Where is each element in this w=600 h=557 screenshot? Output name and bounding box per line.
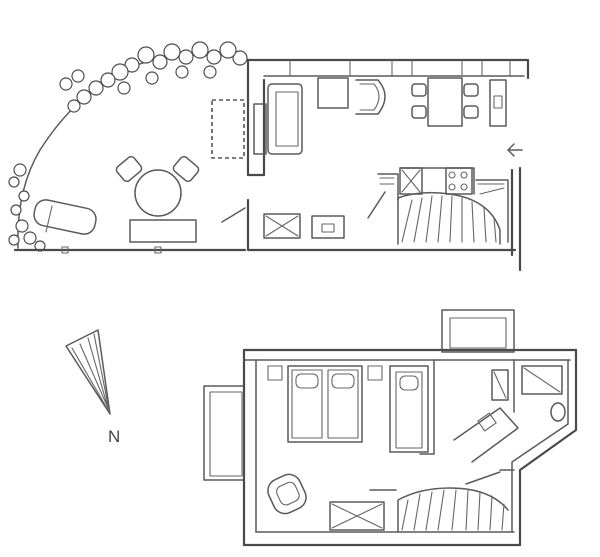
- bathroom-partition: [453, 359, 519, 463]
- upper-chest: [329, 489, 397, 531]
- entrance-arrow: [507, 143, 523, 157]
- round-table-set: [115, 155, 200, 243]
- dashed-outline: [211, 99, 245, 159]
- ground-floor-plan: [8, 41, 530, 272]
- curved-armchair: [355, 79, 386, 115]
- ground-floor-staircase: [397, 179, 509, 245]
- top-windows: [289, 59, 511, 77]
- double-bed: [287, 365, 363, 443]
- upper-floor-walls: [242, 348, 578, 547]
- upper-armchair: [267, 473, 307, 515]
- sideboard: [263, 213, 345, 239]
- upper-floor-plan: [203, 309, 578, 547]
- living-room-sofa: [253, 83, 303, 155]
- ground-floor-walls: [221, 58, 530, 272]
- north-compass: N: [65, 329, 120, 446]
- upper-floor-staircase: [397, 471, 509, 533]
- north-label: N: [108, 427, 120, 446]
- upper-windows: [267, 365, 383, 381]
- coffee-table: [317, 77, 349, 109]
- terrace-hedge: [8, 41, 248, 252]
- upper-bathroom: [491, 365, 566, 422]
- terrace-posts: [61, 246, 162, 254]
- dining-table-set: [411, 77, 507, 127]
- upper-balcony-top: [441, 309, 515, 353]
- sun-lounger: [33, 199, 97, 235]
- single-bed: [389, 365, 429, 453]
